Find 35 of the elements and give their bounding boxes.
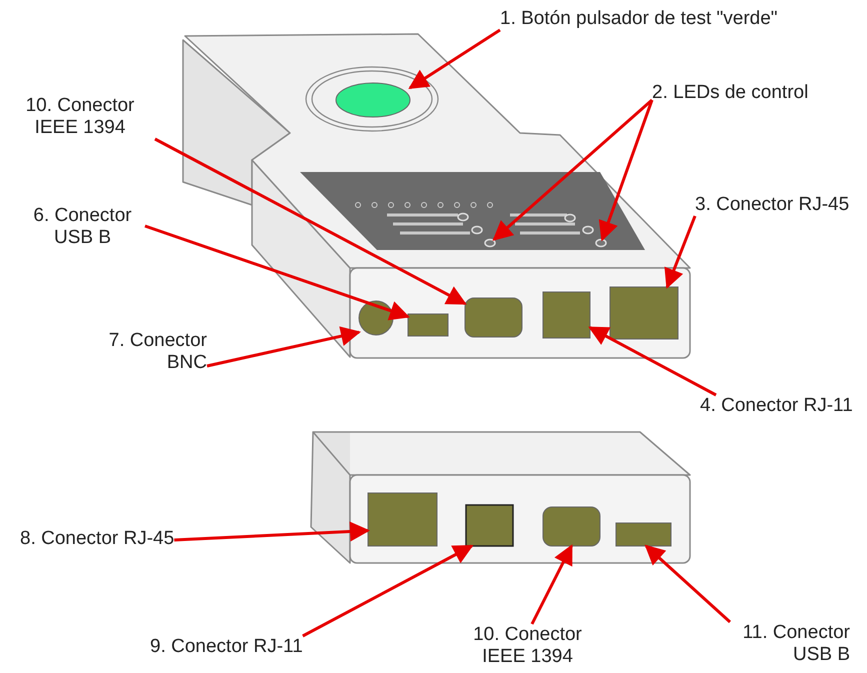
leader-arrow (664, 215, 696, 289)
leader-arrow (598, 100, 654, 242)
rj11-port (542, 292, 590, 338)
callout-label: 2. LEDs de control (652, 82, 808, 104)
leader-arrow (492, 98, 653, 241)
leader-arrow (174, 521, 370, 542)
callout-label: 8. Conector RJ-45 (20, 528, 174, 550)
leader-arrow (144, 224, 410, 320)
bnc-port (358, 300, 394, 336)
callout-label: 4. Conector RJ-11 (700, 395, 853, 417)
leader-arrow (530, 544, 573, 625)
callout-label: 3. Conector RJ-45 (695, 194, 850, 216)
firewire-port (464, 298, 522, 338)
usb-port (408, 314, 448, 336)
led-indicator (595, 238, 607, 248)
callout-label: 11. Conector USB B (742, 622, 850, 666)
leader-arrow (206, 326, 361, 368)
leader-arrow (588, 326, 717, 396)
callout-label: 6. Conector USB B (32, 205, 133, 249)
firewire-port (542, 506, 600, 546)
leader-arrow (644, 544, 731, 624)
callout-label: 10. Conector IEEE 1394 (24, 95, 136, 139)
callout-label: 7. Conector BNC (108, 330, 207, 374)
rj45-port (610, 286, 678, 340)
push-button (336, 82, 410, 118)
callout-label: 9. Conector RJ-11 (150, 636, 303, 658)
led-indicator (484, 238, 496, 248)
rj11-port (465, 504, 514, 547)
callout-label: 1. Botón pulsador de test "verde" (500, 8, 778, 30)
leader-arrow (302, 544, 474, 638)
leader-arrow (154, 138, 467, 306)
leader-arrow (408, 28, 501, 90)
callout-label: 10. Conector IEEE 1394 (472, 624, 583, 668)
usb-port (616, 522, 672, 546)
rj45-port (368, 492, 438, 546)
